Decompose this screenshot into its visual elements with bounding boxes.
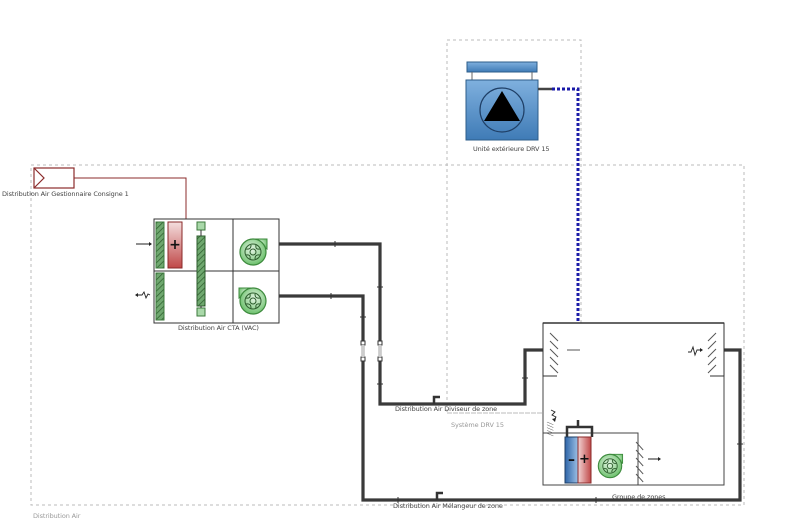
return-duct-sensor-segment	[361, 345, 365, 357]
outdoor-air-arrow-icon	[136, 242, 152, 246]
supply-duct[interactable]	[279, 242, 543, 406]
setpoint-manager-icon	[33, 167, 45, 189]
heating-coil-icon: +	[577, 436, 592, 484]
setpoint-manager-node[interactable]	[33, 167, 75, 189]
heating-coil-icon: +	[167, 221, 183, 269]
compressor-icon	[484, 91, 520, 121]
outdoor-air-damper-icon	[155, 221, 165, 269]
return-mixer-node[interactable]	[435, 491, 443, 500]
terminal-inlet-arrow-icon	[550, 409, 557, 422]
heat-recovery-icon	[196, 221, 206, 317]
supply-splitter-label: Distribution Air Diviseur de zone	[395, 405, 498, 413]
setpoint-manager-label: Distribution Air Gestionnaire Consigne 1	[2, 190, 129, 198]
svg-text:–: –	[568, 452, 575, 468]
svg-text:+: +	[169, 237, 181, 253]
distribution-air-boundary	[30, 164, 745, 506]
duct-tick-marks	[330, 241, 743, 503]
exhaust-air-arrow-icon	[135, 290, 151, 300]
terminal-outlet-arrow-icon	[648, 457, 661, 461]
supply-duct-sensor-segment	[378, 345, 382, 357]
return-fan-icon	[238, 287, 267, 315]
vrf-terminal-unit[interactable]: – +	[542, 409, 661, 486]
outdoor-unit[interactable]	[465, 61, 539, 141]
zone-group-label: Groupe de zones	[612, 493, 666, 501]
supply-splitter-node[interactable]	[432, 395, 440, 404]
zone-return-arrow-icon	[688, 345, 703, 357]
distribution-air-label: Distribution Air	[33, 512, 81, 520]
supply-fan-icon	[239, 238, 268, 266]
outdoor-unit-label: Unité extérieure DRV 15	[473, 145, 550, 153]
return-duct[interactable]	[279, 294, 742, 502]
terminal-fan-icon	[597, 453, 624, 479]
cooling-coil-icon: –	[564, 436, 579, 484]
return-mixer-label: Distribution Air Mélangeur de zone	[393, 502, 503, 510]
svg-text:+: +	[579, 452, 590, 467]
ahu-label: Distribution Air CTA (VAC)	[178, 324, 259, 332]
exhaust-air-damper-icon	[155, 272, 165, 321]
refrigerant-line[interactable]	[552, 87, 580, 420]
air-handling-unit[interactable]: +	[153, 218, 280, 324]
systeme-drv-boundary	[446, 39, 582, 414]
systeme-drv-label: Système DRV 15	[451, 421, 504, 429]
